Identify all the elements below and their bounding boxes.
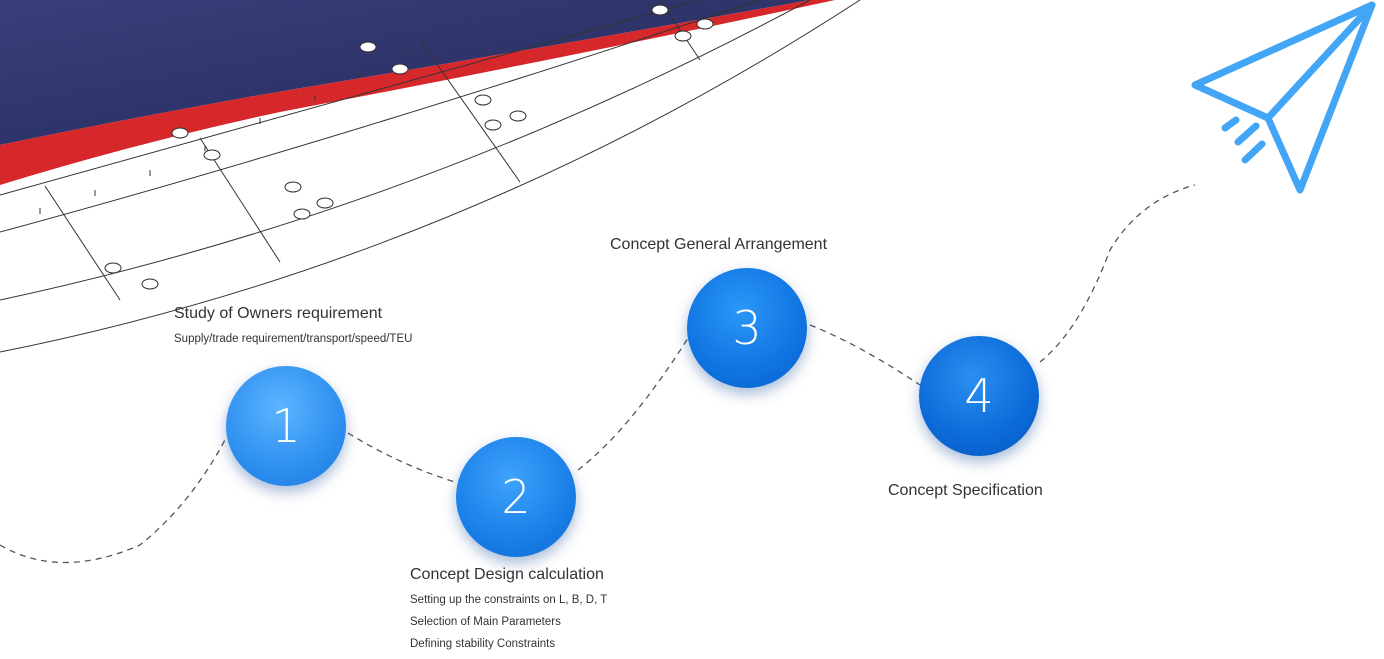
step-2-detail-3: Defining stability Constraints — [410, 638, 556, 650]
step-1-title: Study of Owners requirement — [174, 305, 383, 322]
hull-ticks — [39, 22, 471, 214]
step-4-circle: 4 — [919, 336, 1039, 456]
step-3-circle: 3 — [687, 268, 807, 388]
step-2-number: 2 — [501, 470, 531, 524]
hull-ovals — [104, 4, 714, 290]
step-2-detail-2: Selection of Main Parameters — [410, 616, 561, 628]
step-1-detail-1: Supply/trade requirement/transport/speed… — [174, 333, 413, 345]
step-2-circle: 2 — [456, 437, 576, 557]
hull-navy-band — [0, 0, 810, 145]
step-1-number: 1 — [271, 399, 301, 453]
step-4-number: 4 — [964, 369, 994, 423]
step-4-title: Concept Specification — [888, 482, 1043, 499]
step-2-detail-1: Setting up the constraints on L, B, D, T — [410, 594, 608, 606]
step-2-title: Concept Design calculation — [410, 566, 604, 583]
step-1-circle: 1 — [226, 366, 346, 486]
step-3-number: 3 — [732, 301, 762, 355]
step-3-title: Concept General Arrangement — [610, 236, 828, 253]
